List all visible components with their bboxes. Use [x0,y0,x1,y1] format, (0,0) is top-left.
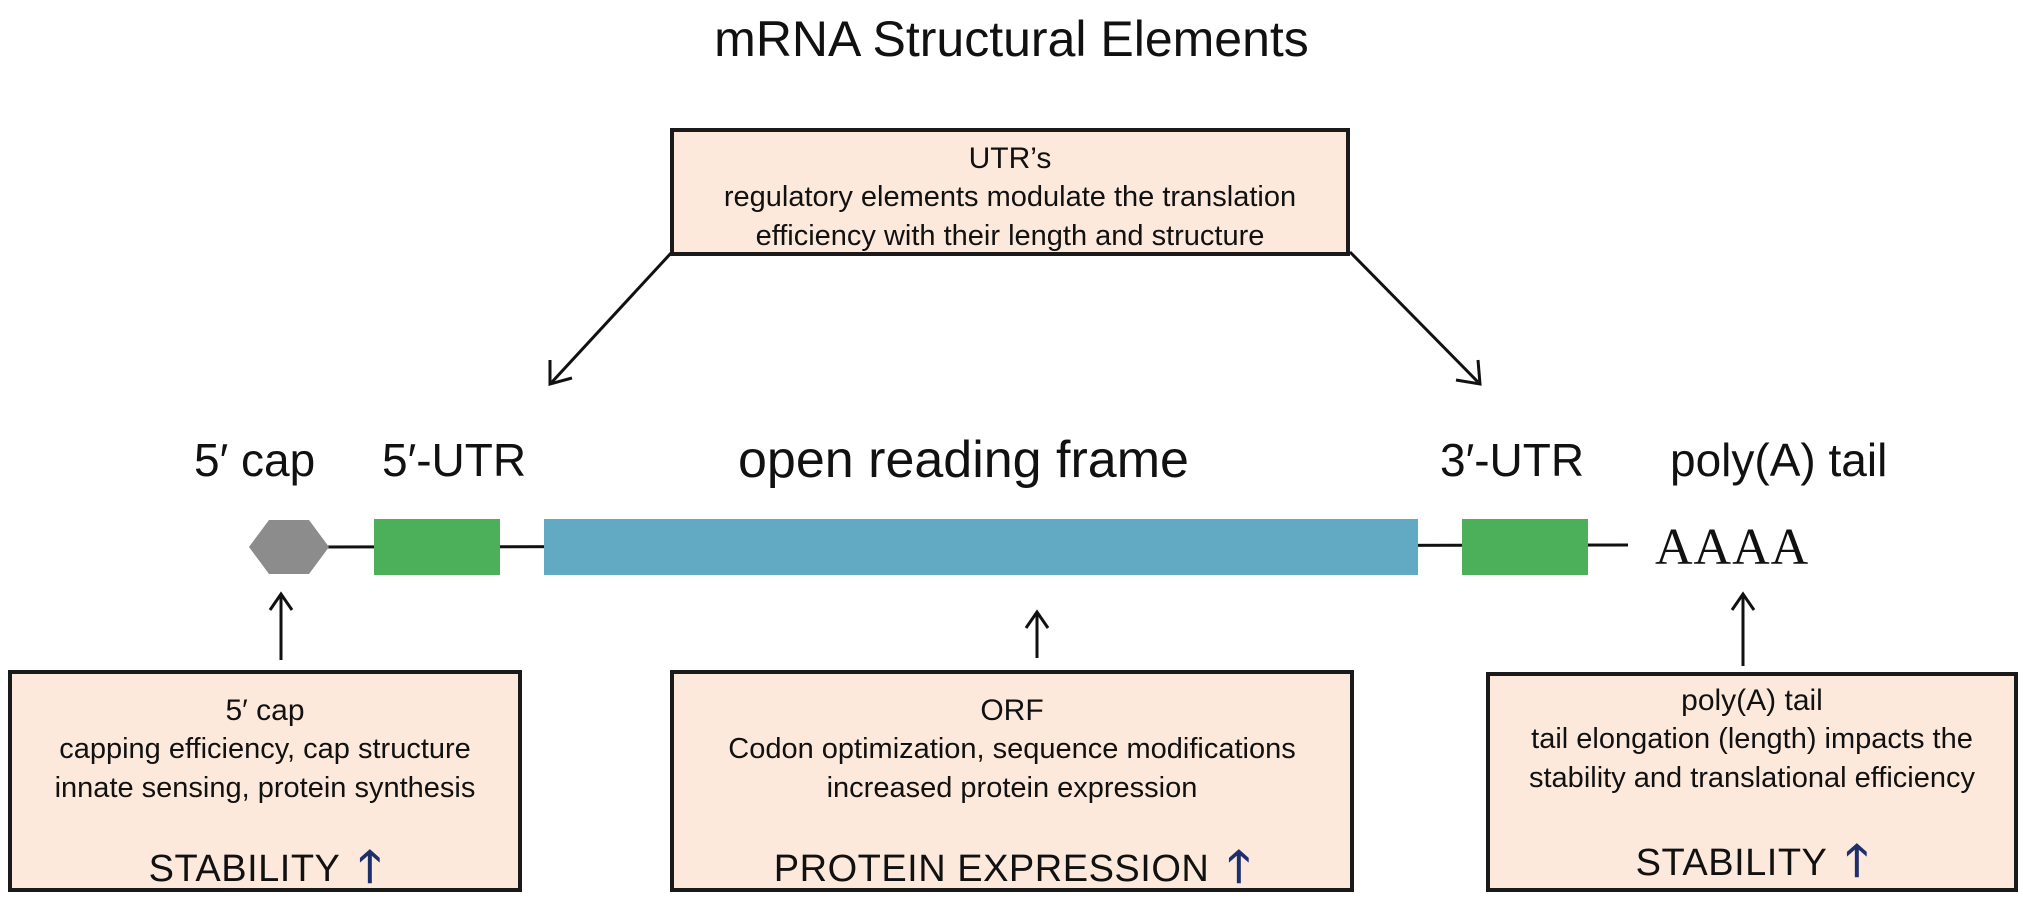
label-three-utr: 3′-UTR [1440,434,1585,486]
cap-box-effect: STABILITY [148,848,341,890]
diagram-title: mRNA Structural Elements [714,11,1309,67]
utr-box-line2: efficiency with their length and structu… [755,220,1265,252]
orf-expression-up-icon: 🡑 [1227,842,1251,891]
label-orf: open reading frame [738,431,1189,489]
polya-box-effect-row: STABILITY 🡑 [1490,828,2014,903]
five-utr-block [374,519,500,575]
polya-stability-up-icon: 🡑 [1845,836,1869,885]
orf-info-box: ORF Codon optimization, sequence modific… [670,670,1354,892]
utr-arrow-left [550,250,674,384]
label-five-cap: 5′ cap [194,434,316,486]
label-polya: poly(A) tail [1670,434,1888,486]
orf-box-heading: ORF [980,694,1044,727]
utr-box-heading: UTR’s [968,142,1052,175]
polya-up-arrow-head [1730,591,1756,611]
polya-info-box: poly(A) tail tail elongation (length) im… [1486,672,2018,892]
orf-block [544,519,1418,575]
five-cap-hexagon [249,520,329,574]
cap-box-line2: innate sensing, protein synthesis [54,772,476,804]
orf-box-line2: increased protein expression [826,772,1198,804]
orf-box-line1: Codon optimization, sequence modificatio… [728,733,1296,765]
polya-box-line2: stability and translational efficiency [1529,762,1975,794]
orf-box-effect: PROTEIN EXPRESSION [773,848,1210,890]
utr-arrow-right [1348,250,1480,384]
cap-box-line1: capping efficiency, cap structure [59,733,471,765]
utr-box-line1: regulatory elements modulate the transla… [723,181,1297,213]
orf-box-effect-row: PROTEIN EXPRESSION 🡑 [674,834,1350,909]
cap-stability-up-icon: 🡑 [358,842,382,891]
polya-sequence: AAAA [1655,519,1810,576]
utr-arrow-left-head [548,360,573,386]
orf-up-arrow-head [1024,609,1050,629]
cap-up-arrow-head [268,591,294,611]
polya-box-line1: tail elongation (length) impacts the [1531,723,1973,755]
three-utr-block [1462,519,1588,575]
polya-box-effect: STABILITY [1635,842,1828,884]
polya-box-heading: poly(A) tail [1681,684,1823,717]
label-five-utr: 5′-UTR [382,434,527,486]
cap-box-effect-row: STABILITY 🡑 [12,834,518,909]
utr-info-box: UTR’s regulatory elements modulate the t… [670,128,1350,256]
utr-arrow-right-head [1455,359,1482,386]
cap-info-box: 5′ cap capping efficiency, cap structure… [8,670,522,892]
cap-box-heading: 5′ cap [225,694,305,727]
